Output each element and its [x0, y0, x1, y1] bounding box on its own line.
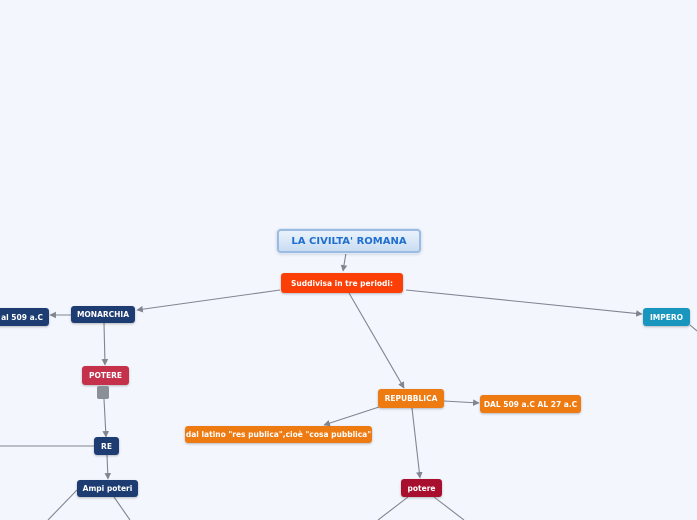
repubblica-date-node[interactable]: DAL 509 a.C AL 27 a.C	[480, 395, 581, 413]
link-periods-monarchia	[136, 289, 281, 313]
repubblica-origin-node[interactable]: dal latino "res publica",cioè "cosa pubb…	[185, 426, 372, 443]
link-repubblica-origin	[323, 406, 380, 427]
collapse-handle[interactable]	[97, 386, 109, 399]
monarchia-date-label: al 509 a.C	[1, 312, 43, 322]
impero-node[interactable]: IMPERO	[643, 308, 690, 326]
link-potere-right	[433, 496, 465, 520]
impero-node-label: IMPERO	[649, 312, 684, 322]
central-topic-label: LA CIVILTA' ROMANA	[291, 235, 407, 247]
link-re-ampi	[104, 454, 112, 480]
link-monarchia-potere	[101, 322, 109, 366]
re-node[interactable]: RE	[94, 437, 119, 455]
potere-monarchia-node[interactable]: POTERE	[82, 366, 129, 385]
link-impero-right	[689, 324, 697, 332]
link-repubblica-potere	[411, 407, 423, 479]
link-periods-impero	[405, 289, 643, 317]
potere-monarchia-label: POTERE	[88, 371, 122, 380]
repubblica-date-label: DAL 509 a.C AL 27 a.C	[483, 399, 578, 409]
link-potere-re	[102, 398, 109, 438]
central-topic[interactable]: LA CIVILTA' ROMANA	[277, 229, 421, 253]
link-ampi-right	[113, 496, 131, 520]
ampi-poteri-node[interactable]: Ampi poteri	[77, 480, 138, 497]
link-repubblica-date	[443, 399, 480, 406]
monarchia-date-node[interactable]: al 509 a.C	[0, 308, 49, 326]
link-ampi-left	[47, 489, 78, 520]
repubblica-node[interactable]: REPUBBLICA	[378, 389, 444, 408]
potere-repubblica-node[interactable]: potere	[401, 479, 442, 497]
link-central-periods	[340, 252, 348, 272]
potere-repubblica-label: potere	[407, 483, 436, 493]
periods-node[interactable]: Suddivisa in tre periodi:	[281, 273, 403, 293]
monarchia-node-label: MONARCHIA	[76, 310, 130, 319]
link-periods-repubblica	[348, 292, 405, 389]
monarchia-node[interactable]: MONARCHIA	[71, 306, 135, 323]
repubblica-node-label: REPUBBLICA	[384, 394, 438, 403]
periods-node-label: Suddivisa in tre periodi:	[291, 278, 393, 288]
re-node-label: RE	[101, 441, 112, 451]
ampi-poteri-label: Ampi poteri	[82, 484, 133, 493]
link-potere-left	[377, 496, 409, 520]
repubblica-origin-label: dal latino "res publica",cioè "cosa pubb…	[185, 430, 372, 439]
